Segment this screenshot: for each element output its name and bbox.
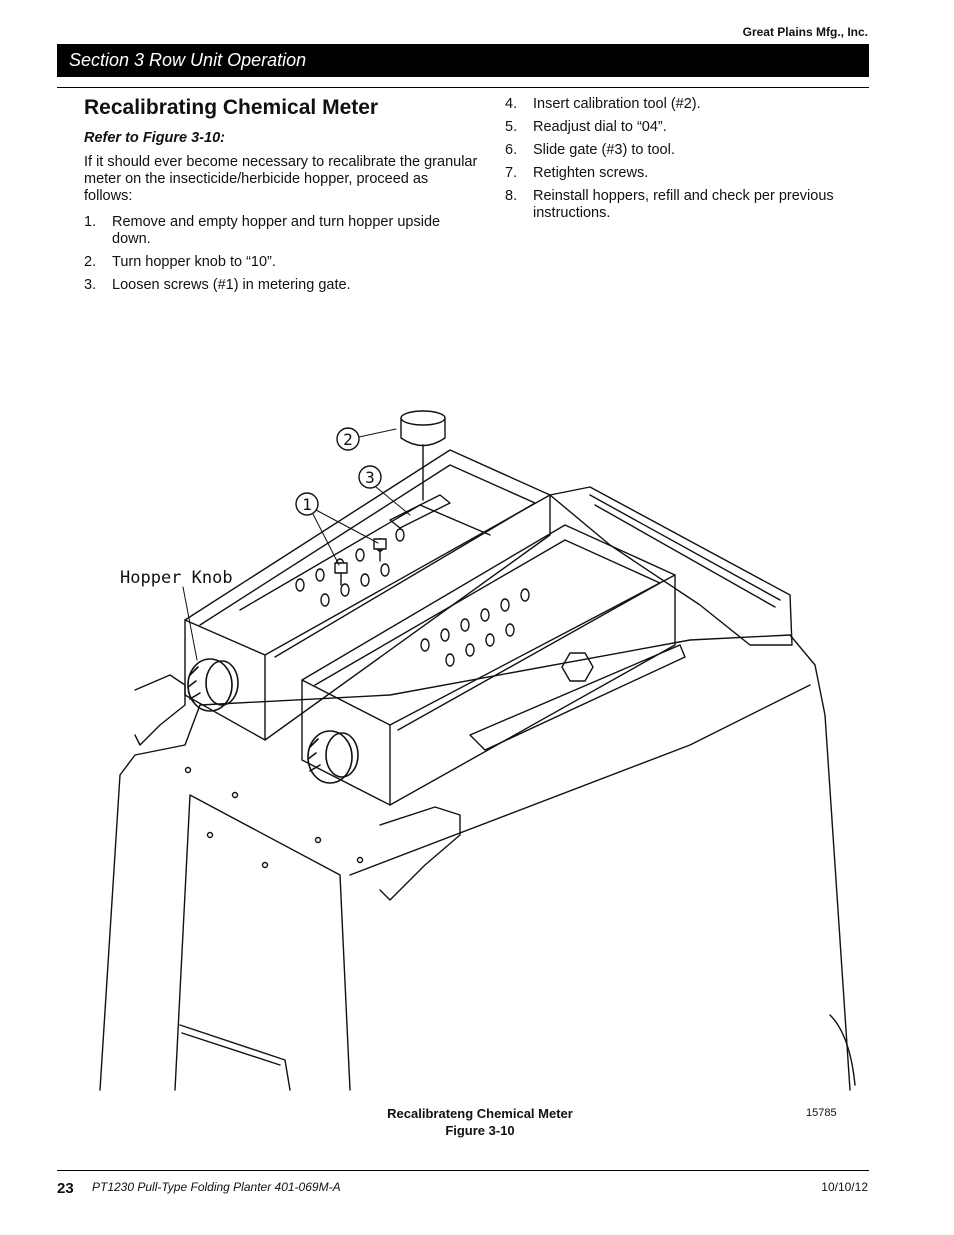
step-text: Remove and empty hopper and turn hopper … [112,214,441,247]
screw-1a [334,562,348,586]
caption-number: Figure 3-10 [445,1123,515,1138]
step-item: 2. Turn hopper knob to “10”. [84,254,480,271]
step-number: 6. [505,142,518,158]
document-title: PT1230 Pull-Type Folding Planter 401-069… [92,1180,341,1194]
base-inner-edge [349,684,811,876]
step-text: Insert calibration tool (#2). [533,96,701,112]
mounting-holes [184,766,364,869]
figure-caption: Recalibrateng Chemical Meter Figure 3-10 [330,1105,630,1139]
document-date: 10/10/12 [821,1180,868,1194]
step-number: 3. [84,277,97,293]
step-text: Loosen screws (#1) in metering gate. [112,277,351,293]
step-item: 6. Slide gate (#3) to tool. [505,142,879,159]
step-text: Reinstall hoppers, refill and check per … [533,188,834,221]
step-item: 5. Readjust dial to “04”. [505,119,879,136]
step-number: 2. [84,254,97,270]
base-outline [99,634,851,1091]
step-number: 1. [84,214,97,230]
step-text: Turn hopper knob to “10”. [112,254,276,270]
step-number: 8. [505,188,518,204]
slide-gate [389,494,451,529]
step-item: 3. Loosen screws (#1) in metering gate. [84,277,480,294]
steps-list-right: 4. Insert calibration tool (#2). 5. Readju… [505,96,879,222]
steps-list-left: 1. Remove and empty hopper and turn hoppe… [84,214,480,294]
page-number: 23 [57,1180,74,1197]
bracket-front [379,806,461,901]
bracket-left [134,674,186,746]
step-item: 1. Remove and empty hopper and turn hoppe… [84,214,480,248]
section-header: Section 3 Row Unit Operation [57,44,869,77]
leader-lines [182,428,411,661]
step-number: 4. [505,96,518,112]
step-number: 7. [505,165,518,181]
right-ramp [549,486,793,646]
step-text: Slide gate (#3) to tool. [533,142,675,158]
step-item: 8. Reinstall hoppers, refill and check pe… [505,188,879,222]
step-number: 5. [505,119,518,135]
base-front-edge [174,794,351,1091]
company-name: Great Plains Mfg., Inc. [742,25,868,39]
footer-rule [57,1170,869,1171]
knob-right [307,730,359,784]
knob-left [187,658,239,712]
step-item: 4. Insert calibration tool (#2). [505,96,879,113]
front-hopper [301,524,686,806]
callout-2: 2 [343,430,353,449]
step-text: Readjust dial to “04”. [533,119,667,135]
callout-3: 3 [365,468,375,487]
screw-1b [373,538,387,562]
intro-paragraph: If it should ever become necessary to re… [84,154,478,204]
callout-circle-1 [295,492,319,516]
calibration-tool [400,410,446,501]
right-column: 4. Insert calibration tool (#2). 5. Readju… [505,96,879,228]
step-text: Retighten screws. [533,165,649,181]
base-lower-panel [179,1024,291,1091]
drawing-number: 15785 [806,1107,837,1119]
figure-reference: Refer to Figure 3-10: [84,130,225,146]
page-title: Recalibrating Chemical Meter [84,96,379,119]
hopper-illustration: 2 3 1 Hopper Knob [90,395,870,1095]
callout-1: 1 [302,495,312,514]
callout-circle-2 [336,427,360,451]
header-rule [57,87,869,88]
callout-circle-3 [358,465,382,489]
left-column: Recalibrating Chemical Meter Refer to Fi… [84,96,480,300]
hopper-knob-label: Hopper Knob [120,568,233,588]
hex-nut [561,652,594,682]
caption-title: Recalibrateng Chemical Meter [387,1106,573,1121]
step-item: 7. Retighten screws. [505,165,879,182]
